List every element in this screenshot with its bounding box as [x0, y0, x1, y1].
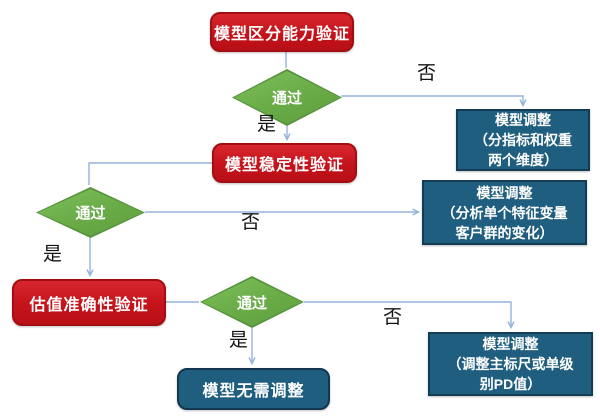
node-accuracy-label: 估值准确性验证 — [29, 296, 149, 314]
adjust1-line1: 模型调整 — [495, 112, 551, 128]
edge-label-no-1: 否 — [417, 63, 437, 84]
decision-pass-1: 通过 — [232, 69, 342, 126]
node-stability-label: 模型稳定性验证 — [224, 157, 344, 174]
node-accuracy-validation: 估值准确性验证 — [12, 279, 166, 326]
node-no-adjustment-needed: 模型无需调整 — [177, 368, 330, 410]
adjust2-line2: （分析单个特征变量 — [441, 204, 568, 221]
adjust1-line2: （分指标和权重 — [474, 132, 572, 148]
edge-step2-to-decision2 — [88, 162, 212, 185]
node-stability-validation: 模型稳定性验证 — [212, 143, 357, 183]
adjust3-line1: 模型调整 — [482, 336, 539, 352]
node-adjust-pd-scale: 模型调整 （调整主标尺或单级 别PD值） — [428, 332, 593, 396]
edge-decision3-no — [304, 301, 515, 330]
adjust3-line2: （调整主标尺或单级 — [447, 356, 574, 372]
node-adjust-variables: 模型调整 （分析单个特征变量 客户群的变化） — [422, 180, 587, 245]
decision-pass-3: 通过 — [200, 276, 304, 328]
node-discrimination-validation: 模型区分能力验证 — [210, 12, 354, 52]
edge-label-yes-1: 是 — [257, 114, 277, 135]
decision-pass-2: 通过 — [36, 187, 145, 238]
decision-pass-2-label: 通过 — [75, 205, 106, 222]
adjust2-line1: 模型调整 — [476, 184, 533, 201]
node-discrimination-label: 模型区分能力验证 — [213, 26, 350, 43]
decision-pass-1-label: 通过 — [271, 90, 302, 107]
adjust2-line3: 客户群的变化） — [455, 224, 554, 241]
node-adjust-weights: 模型调整 （分指标和权重 两个维度） — [456, 109, 590, 171]
edge-decision1-no — [341, 95, 527, 108]
edge-label-no-3: 否 — [383, 307, 403, 328]
node-no-adjustment-label: 模型无需调整 — [202, 383, 305, 400]
edge-label-no-2: 否 — [241, 212, 261, 233]
decision-pass-3-label: 通过 — [236, 294, 267, 312]
edge-label-yes-2: 是 — [43, 244, 63, 265]
adjust1-line3: 两个维度） — [488, 152, 558, 168]
edge-label-yes-3: 是 — [229, 330, 249, 351]
adjust3-line3: 别PD值） — [479, 376, 542, 392]
